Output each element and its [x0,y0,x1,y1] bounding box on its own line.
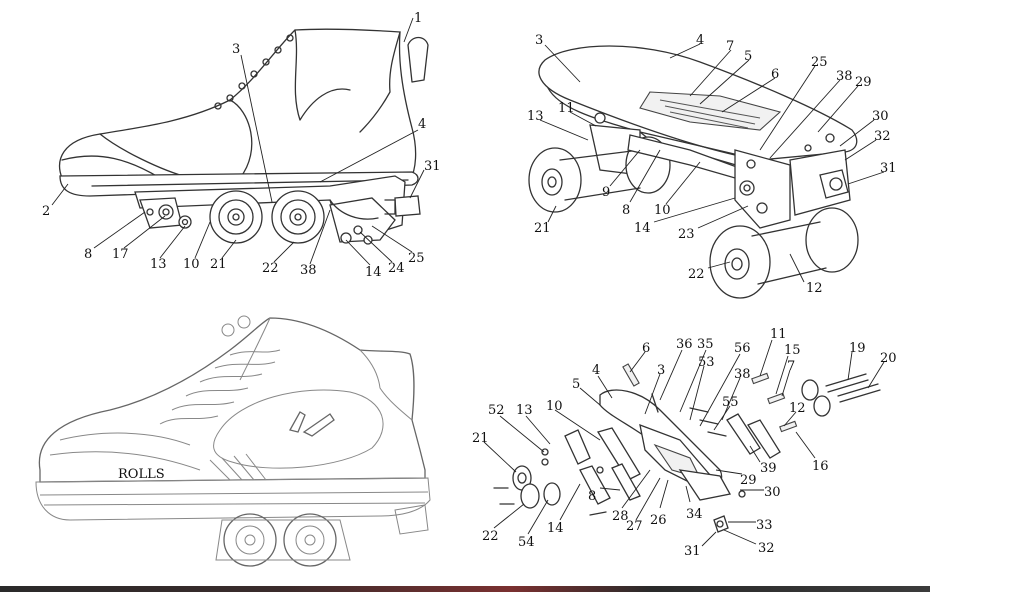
label-21: 21 [472,431,489,446]
label-23: 23 [678,227,695,242]
label-14: 14 [365,265,382,280]
label-11: 11 [558,101,575,116]
label-32: 32 [874,129,891,144]
label-21: 21 [534,221,551,236]
label-22: 22 [482,529,499,544]
label-9: 9 [602,185,610,200]
label-38: 38 [734,367,751,382]
label-12: 12 [806,281,823,296]
label-30: 30 [764,485,781,500]
label-35: 35 [697,337,714,352]
label-8: 8 [84,247,92,262]
logo-mark [289,411,335,437]
label-30: 30 [872,109,889,124]
label-38: 38 [836,69,853,84]
label-6: 6 [771,67,779,82]
label-13: 13 [527,109,544,124]
side-panel [213,389,384,469]
label-8: 8 [588,489,596,504]
label-3: 3 [657,363,665,378]
exploded-view-labels: 6 36 35 3 53 56 11 15 19 20 4 38 7 [472,327,897,559]
wheel-21 [209,190,263,244]
label-32: 32 [758,541,775,556]
eyelets [214,34,294,110]
chassis-view-labels: 3 4 7 5 6 25 38 29 13 11 30 32 31 [527,33,897,296]
brand-text: ROLLS [118,467,165,482]
label-53: 53 [698,355,715,370]
label-5: 5 [572,377,580,392]
label-3: 3 [535,33,543,48]
wheel-rear-sketch [283,513,337,567]
label-27: 27 [626,519,643,534]
label-17: 17 [112,247,129,262]
label-28: 28 [612,509,629,524]
label-4: 4 [592,363,600,378]
label-29: 29 [740,473,757,488]
label-34: 34 [686,507,703,522]
label-31: 31 [684,544,701,559]
label-39: 39 [760,461,777,476]
label-7: 7 [726,39,734,54]
label-20: 20 [880,351,897,366]
label-13: 13 [150,257,167,272]
label-54: 54 [518,535,535,550]
exploded-view-figure: 6 36 35 3 53 56 11 15 19 20 4 38 7 [472,327,897,559]
sole [59,171,419,197]
label-22: 22 [688,267,705,282]
label-19: 19 [849,341,866,356]
label-56: 56 [734,341,751,356]
label-31: 31 [880,161,897,176]
label-12: 12 [789,401,806,416]
label-25: 25 [408,251,425,266]
side-view-labels: 1 3 4 2 31 8 17 13 10 21 22 38 14 [42,11,441,280]
label-36: 36 [676,337,693,352]
label-7: 7 [787,359,795,374]
label-2: 2 [42,204,50,219]
side-view-figure: 1 3 4 2 31 8 17 13 10 21 22 38 14 [42,11,441,280]
label-10: 10 [654,203,671,218]
label-13: 13 [516,403,533,418]
label-31: 31 [424,159,441,174]
label-8: 8 [622,203,630,218]
label-6: 6 [642,341,650,356]
label-33: 33 [756,518,773,533]
label-14: 14 [634,221,651,236]
label-3: 3 [232,42,240,57]
wheel-22 [271,190,325,244]
wheel-front-sketch [223,513,277,567]
label-21: 21 [210,257,227,272]
photo-sketch-figure: ROLLS [35,315,431,567]
chassis-view-figure: 3 4 7 5 6 25 38 29 13 11 30 32 31 [527,33,897,299]
label-10: 10 [183,257,200,272]
label-10: 10 [546,399,563,414]
label-4: 4 [418,117,426,132]
label-26: 26 [650,513,667,528]
label-25: 25 [811,55,828,70]
label-11: 11 [770,327,787,342]
label-16: 16 [812,459,829,474]
label-52: 52 [488,403,505,418]
label-29: 29 [855,75,872,90]
side-stripes [209,453,267,481]
bottom-photo-strip [0,586,930,592]
label-24: 24 [388,261,405,276]
label-22: 22 [262,261,279,276]
label-4: 4 [696,33,704,48]
label-14: 14 [547,521,564,536]
label-1: 1 [414,11,422,26]
label-5: 5 [744,49,752,64]
label-15: 15 [784,343,801,358]
label-38: 38 [300,263,317,278]
laces [159,315,281,425]
wheel-22 [709,207,859,299]
label-55: 55 [722,395,739,410]
